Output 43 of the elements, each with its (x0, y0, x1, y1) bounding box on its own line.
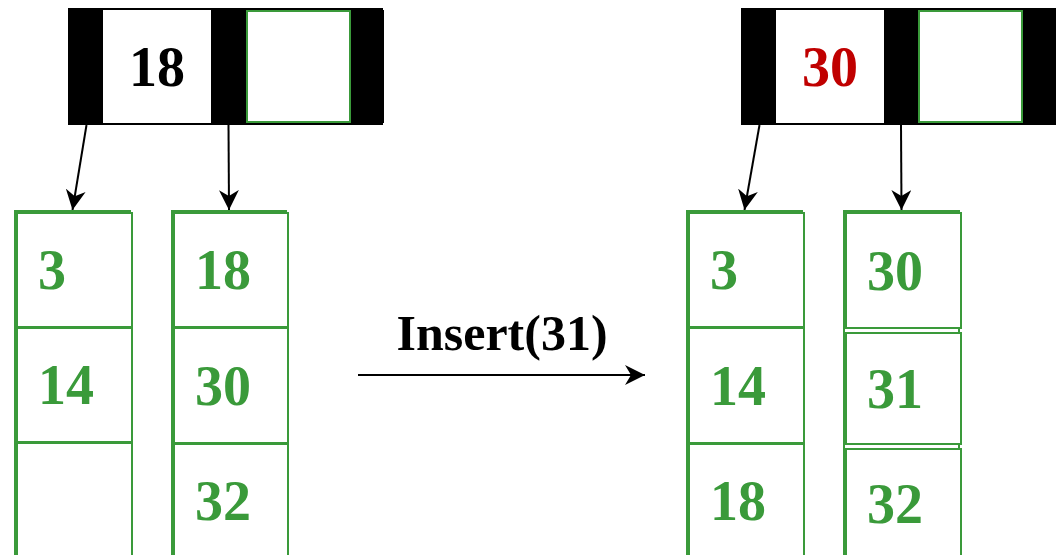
leaf-entry (16, 327, 133, 443)
pointer-slot (351, 10, 384, 123)
leaf-entry (16, 212, 133, 328)
arrow (65, 124, 88, 211)
key-value: 30 (195, 357, 251, 414)
leaf-entry (845, 448, 962, 555)
pointer-slot (211, 10, 246, 123)
leaf-entry (845, 332, 962, 445)
key-value: 30 (867, 242, 923, 299)
leaf-entry (845, 212, 962, 329)
key-value: 30 (802, 38, 858, 95)
index-node (68, 8, 383, 125)
leaf-node (171, 210, 287, 555)
key-value: 18 (195, 242, 251, 298)
leaf-entry (688, 327, 805, 444)
key-value: 31 (867, 360, 923, 417)
key-value: 14 (710, 357, 766, 414)
key-value: 32 (195, 473, 251, 529)
leaf-entry (688, 212, 805, 328)
empty-leaf-entry (16, 442, 133, 555)
leaf-entry (173, 443, 289, 555)
arrow (218, 124, 239, 211)
leaf-node (14, 210, 131, 555)
arrow (891, 124, 912, 211)
empty-key-slot (246, 10, 351, 123)
pointer-slot (884, 10, 918, 123)
empty-key-slot (918, 10, 1023, 123)
leaf-node (686, 210, 803, 555)
pointer-slot (1023, 10, 1056, 123)
pointer-slot (743, 10, 776, 123)
key-value: 18 (710, 473, 766, 529)
key-value: 14 (38, 357, 94, 413)
pointer-slot (70, 10, 103, 123)
key-value: 3 (38, 242, 66, 298)
leaf-entry (688, 443, 805, 555)
arrow (738, 124, 761, 211)
key-value: 18 (129, 38, 185, 95)
key-value: 3 (710, 242, 738, 298)
index-node (741, 8, 1056, 125)
key-value: 32 (867, 475, 923, 532)
leaf-entry (173, 212, 289, 328)
leaf-node (843, 210, 960, 555)
leaf-entry (173, 327, 289, 444)
